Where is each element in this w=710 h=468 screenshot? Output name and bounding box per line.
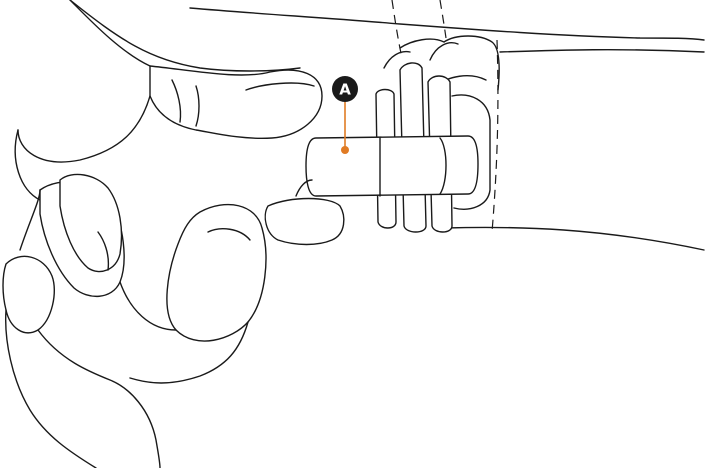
callout-badge-label: A xyxy=(339,81,351,99)
callout-anchor-dot xyxy=(341,146,349,154)
thumb xyxy=(150,66,322,138)
cylindrical-device xyxy=(306,136,478,196)
